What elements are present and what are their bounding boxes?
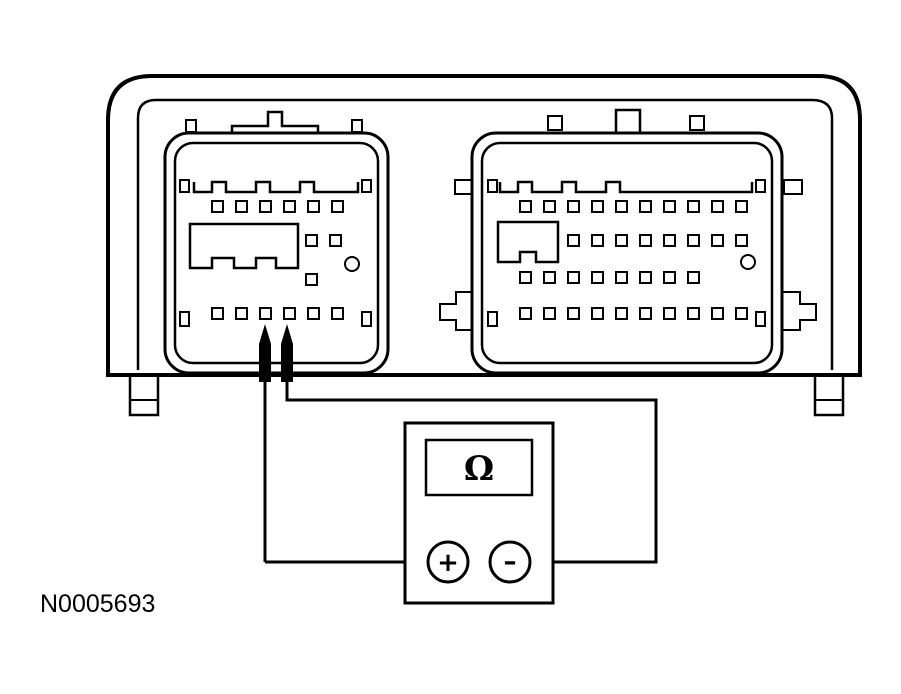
figure-id: N0005693 — [40, 590, 156, 618]
negative-sign: – — [504, 547, 517, 577]
probe-positive — [259, 324, 271, 562]
test-probes — [259, 324, 658, 564]
positive-terminal: + — [426, 540, 470, 584]
ohm-symbol: Ω — [464, 449, 494, 489]
probe-negative — [281, 324, 658, 564]
meter-display — [424, 438, 534, 497]
mounting-foot-right — [813, 373, 845, 417]
ohmmeter: Ω + – — [403, 421, 555, 605]
mounting-foot-left — [128, 373, 160, 417]
connector-left — [163, 110, 390, 375]
pin-grid-left — [211, 200, 344, 320]
connector-right — [439, 108, 817, 375]
negative-terminal: – — [488, 540, 532, 584]
positive-sign: + — [437, 548, 459, 578]
pin-grid-right — [519, 200, 748, 320]
